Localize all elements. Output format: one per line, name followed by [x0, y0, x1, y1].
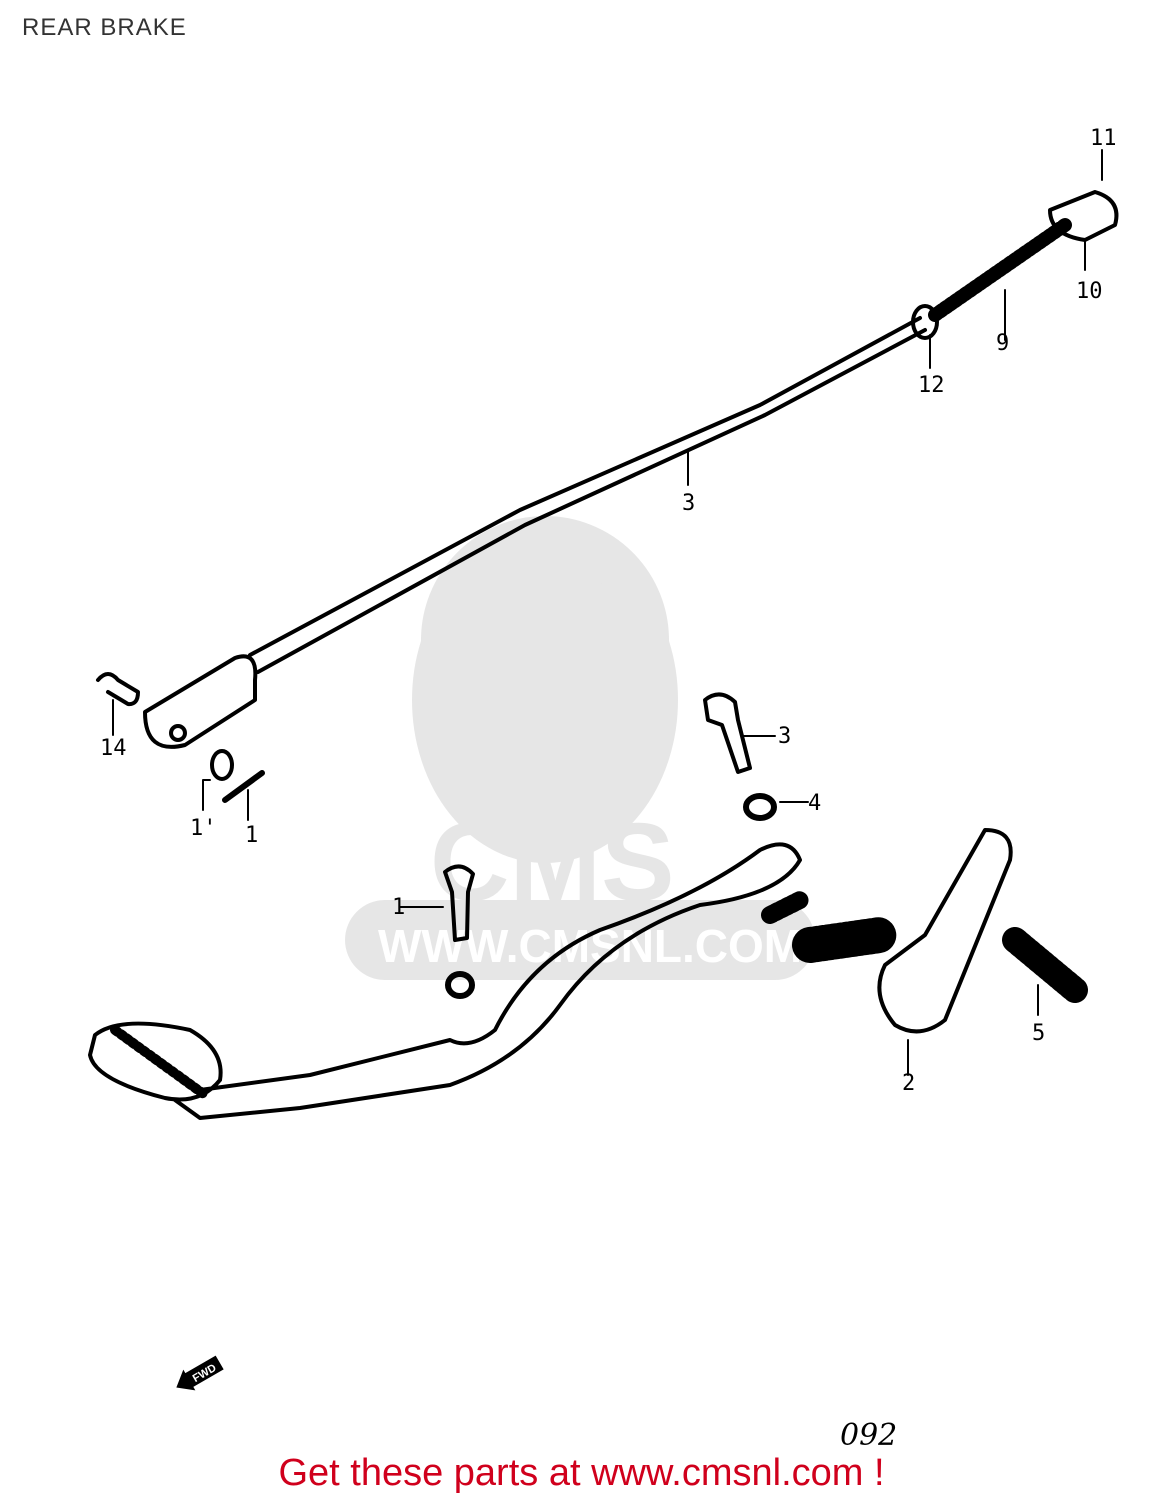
callout-14: 14	[100, 736, 127, 761]
clevis-pin	[96, 672, 140, 707]
brake-pedal	[88, 842, 802, 1120]
page-title: REAR BRAKE	[22, 14, 187, 41]
washer	[210, 749, 234, 781]
clevis-hole	[169, 724, 187, 742]
callout-5: 5	[1032, 1021, 1045, 1046]
callout-2: 2	[902, 1071, 915, 1096]
callout-washer: 1'	[190, 816, 217, 841]
diagram-code: 092	[840, 1418, 898, 1453]
watermark-text: CMS	[430, 801, 674, 924]
fwd-arrow-icon: FWD	[176, 1355, 224, 1391]
cms-watermark-logo: CMS WWW.CMSNL.COM	[345, 516, 815, 980]
rod-joint	[1048, 190, 1119, 242]
watermark-url: WWW.CMSNL.COM	[378, 920, 802, 972]
footer-link[interactable]: Get these parts at www.cmsnl.com !	[278, 1452, 885, 1494]
callout-3-rod: 3	[682, 491, 695, 516]
pedal-splines	[761, 891, 809, 924]
rod-nut	[911, 304, 939, 340]
callout-4: 4	[808, 791, 821, 816]
callout-10: 10	[1076, 279, 1103, 304]
rod-spring	[928, 218, 1072, 322]
nut-lower	[445, 971, 475, 999]
return-spring	[1002, 927, 1088, 1003]
nut-upper	[743, 793, 777, 821]
callout-cotter: 1	[245, 823, 258, 848]
pedal-tread	[110, 1025, 210, 1100]
callout-12: 12	[918, 373, 945, 398]
brake-shaft	[792, 917, 898, 963]
callout-11: 11	[1090, 126, 1117, 151]
brake-arm	[877, 828, 1013, 1034]
rod-clevis	[143, 654, 258, 749]
callout-labels: 11 10 9 12 3 14 1' 1 3 4 1 5 2	[100, 126, 1117, 1096]
brake-rod	[248, 316, 927, 674]
bolt-upper	[703, 692, 752, 774]
bolt-lower	[443, 864, 475, 942]
cotter-pin	[222, 770, 265, 803]
fwd-label: FWD	[191, 1362, 219, 1385]
callout-9: 9	[996, 331, 1009, 356]
callout-3-bolt: 3	[778, 724, 791, 749]
callout-lower-bolt: 1	[392, 895, 405, 920]
